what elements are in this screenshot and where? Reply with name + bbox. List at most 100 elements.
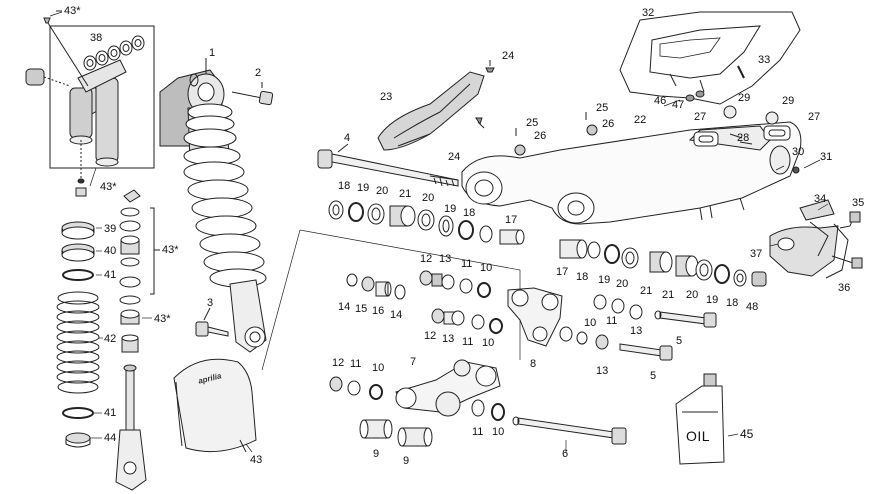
callout-19-left-a: 19	[357, 182, 370, 194]
callout-5-upper: 5	[676, 335, 683, 347]
callout-11-upper: 11	[461, 258, 473, 270]
callout-11-right: 11	[606, 315, 618, 327]
callout-15: 15	[355, 303, 368, 315]
callout-20-left-b: 20	[422, 192, 435, 204]
callout-29-right: 29	[782, 95, 795, 107]
callout-13-upper: 13	[439, 253, 452, 265]
callout-10-upper: 10	[480, 262, 493, 274]
callout-9-right: 9	[403, 455, 410, 467]
callout-24-upper: 24	[502, 50, 515, 62]
callout-20-right-b: 20	[686, 289, 699, 301]
callout-1: 1	[209, 47, 216, 59]
callout-13-right-a: 13	[630, 325, 643, 337]
callout-43-screw: 43*	[64, 5, 81, 17]
callout-18-right-b: 18	[726, 297, 739, 309]
callout-41-lower: 41	[104, 407, 117, 419]
callout-6: 6	[562, 448, 569, 460]
callout-42: 42	[104, 333, 117, 345]
shock-small-parts	[119, 189, 141, 353]
callout-25-left: 25	[526, 117, 539, 129]
callout-26-right: 26	[602, 118, 615, 130]
linkage-7	[395, 359, 501, 417]
callout-43-bushing: 43*	[154, 313, 171, 325]
callout-18-left-a: 18	[338, 180, 351, 192]
callout-5-lower: 5	[650, 370, 657, 382]
axle-4	[317, 143, 459, 187]
callout-9-left: 9	[373, 448, 380, 460]
damper-rod	[115, 364, 147, 491]
callout-27-left: 27	[694, 111, 707, 123]
callout-20-right-a: 20	[616, 278, 629, 290]
callout-36: 36	[838, 282, 851, 294]
callout-17-left: 17	[505, 214, 518, 226]
callout-11-mid: 11	[462, 336, 474, 348]
seal-ring-set-38	[83, 35, 145, 71]
callout-18-right-a: 18	[576, 271, 589, 283]
callout-8: 8	[530, 358, 537, 370]
callout-22: 22	[634, 114, 647, 126]
spring-42	[56, 291, 100, 394]
callout-12-mid: 12	[424, 330, 437, 342]
callout-4: 4	[344, 132, 351, 144]
callout-24-lower: 24	[448, 151, 461, 163]
callout-21-right-b: 21	[662, 289, 675, 301]
callout-13-mid: 13	[442, 333, 455, 345]
callout-11-bottom: 11	[472, 426, 484, 438]
callout-40: 40	[104, 245, 117, 257]
callout-12-lower: 12	[332, 357, 345, 369]
callout-19-right-b: 19	[706, 294, 719, 306]
callout-28: 28	[737, 132, 750, 144]
linkage-bushings-mid	[431, 308, 503, 334]
callout-48: 48	[746, 301, 759, 313]
callout-26-left: 26	[534, 130, 547, 142]
callout-19-left-b: 19	[444, 203, 457, 215]
callout-21-left: 21	[399, 188, 412, 200]
callout-10-right: 10	[584, 317, 597, 329]
tool-bag-43	[173, 358, 257, 453]
bolt-6	[512, 416, 627, 445]
oil-can-45	[675, 373, 725, 465]
callout-3: 3	[207, 297, 214, 309]
callout-47: 47	[672, 99, 685, 111]
callout-10-bottom: 10	[492, 426, 505, 438]
callout-2: 2	[255, 67, 262, 79]
chain-guard-32	[619, 11, 801, 105]
callout-32: 32	[642, 7, 655, 19]
callout-16: 16	[372, 305, 385, 317]
callout-38: 38	[90, 32, 103, 44]
linkage-bushings-upper	[346, 270, 491, 300]
callout-25-right: 25	[596, 102, 609, 114]
callout-44: 44	[104, 432, 117, 444]
bearing-row-left	[328, 200, 525, 245]
callout-34: 34	[814, 193, 827, 205]
callout-33: 33	[758, 54, 771, 66]
callout-39: 39	[104, 223, 117, 235]
bolt-2	[231, 82, 274, 106]
callout-20-left-a: 20	[376, 185, 389, 197]
chain-adjusters	[693, 105, 791, 147]
callout-10-lower: 10	[372, 362, 385, 374]
bolts-5	[619, 310, 717, 361]
callout-30: 30	[792, 146, 805, 158]
callout-11-lower: 11	[350, 358, 362, 370]
bolt-3	[195, 307, 229, 337]
callout-21-right-a: 21	[640, 285, 653, 297]
callout-14-right: 14	[390, 309, 403, 321]
callout-43-bracket: 43*	[162, 244, 179, 256]
callout-37: 37	[750, 248, 763, 260]
chain-slider-23	[377, 71, 485, 151]
leader-lines	[49, 11, 829, 453]
callout-43-valve: 43*	[100, 181, 117, 193]
callout-45: 45	[740, 427, 754, 441]
linkage-bushings-lower	[329, 376, 505, 421]
callout-41-upper: 41	[104, 269, 117, 281]
rocker-bushings-right	[559, 294, 643, 350]
callout-35: 35	[852, 197, 865, 209]
callout-10-mid: 10	[482, 337, 495, 349]
callout-46: 46	[654, 95, 667, 107]
swing-arm-22	[461, 121, 802, 225]
rocker-8	[507, 287, 563, 347]
callout-31: 31	[820, 151, 833, 163]
